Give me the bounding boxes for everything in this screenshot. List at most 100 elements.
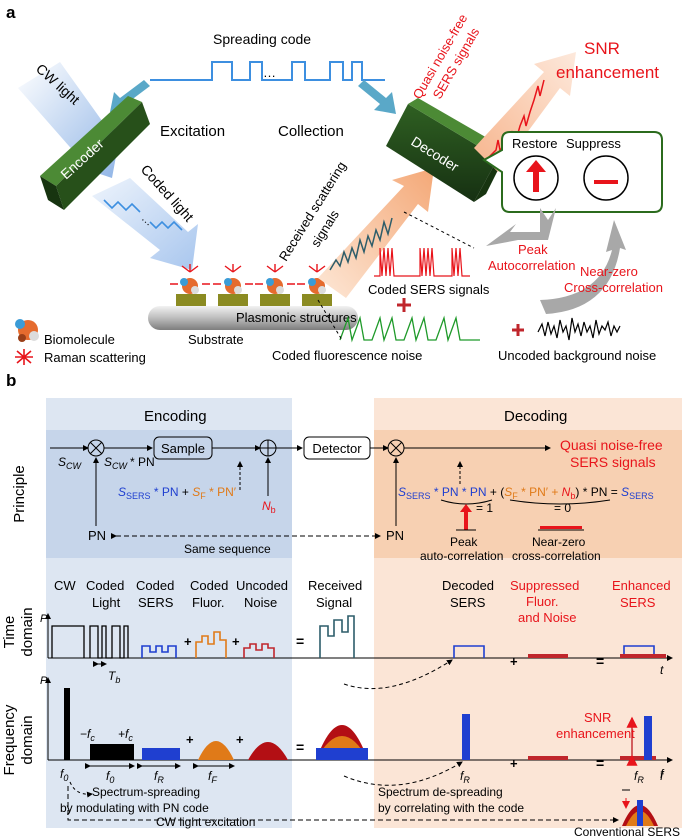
raman-scattering-marks (170, 264, 337, 285)
time-row-label-1: Time (1, 616, 18, 649)
despread-label-2: by correlating with the code (378, 801, 524, 815)
freq-axis-p: P (40, 675, 48, 687)
plasmonic-structures (176, 294, 332, 306)
peak-bar-icon (464, 510, 468, 530)
uncoded-spectrum-hump (248, 742, 288, 760)
received-time-waveform (319, 615, 355, 658)
col-suppressed-2: Fluor. (526, 594, 559, 609)
panel-b-label: b (6, 371, 16, 390)
snr-a-label-1: SNR (584, 39, 620, 58)
freq-row-label-1: Frequency (1, 704, 18, 775)
same-sequence-label: Same sequence (184, 542, 271, 556)
quasi-b-label-2: SERS signals (570, 454, 656, 470)
peak-gray-arrow (486, 208, 556, 246)
coded-light-beam (92, 178, 198, 270)
snr-b-label-1: SNR (584, 710, 611, 725)
col-received-1: Received (308, 578, 362, 593)
nearzero-b-label-2: cross-correlation (512, 549, 601, 563)
col-coded-fluor-1: Coded (190, 578, 228, 593)
peak-b-label-1: Peak (450, 535, 478, 549)
excitation-label: Excitation (160, 123, 225, 140)
panel-a-label: a (6, 3, 16, 22)
substrate-label: Substrate (188, 332, 244, 347)
output-beam (474, 52, 576, 172)
col-coded-light-2: Light (92, 595, 121, 610)
eq0-label: = 0 (554, 501, 571, 515)
spread-label-2: by modulating with PN code (60, 801, 209, 815)
conventional-blue-peak (637, 800, 643, 826)
plus-freq-2: + (236, 732, 244, 747)
time-curved-arrow (343, 659, 453, 690)
plus-time-3: + (510, 654, 518, 669)
spread-label-1: Spectrum-spreading (92, 785, 200, 799)
sample-label: Sample (161, 441, 205, 456)
biomolecule-legend-icon (15, 319, 39, 342)
scw-symbol: SCW (58, 455, 83, 471)
fr-label-1: fR (154, 769, 164, 785)
equals-time-2: = (596, 653, 604, 669)
scw-pn-label: SCW* PN (104, 455, 155, 471)
raman-label: Raman scattering (44, 350, 146, 365)
peak-a-label-1: Peak (518, 242, 548, 257)
coded-fluor-waveform (339, 315, 480, 343)
col-enhanced-1: Enhanced (612, 578, 671, 593)
multiplier-encoding-cross-icon (89, 441, 103, 455)
col-suppressed-3: and Noise (518, 610, 577, 625)
uncoded-time-waveform (243, 643, 275, 658)
fr-label-2: fR (460, 769, 470, 785)
coded-fluor-label: Coded fluorescence noise (272, 348, 422, 363)
equals-freq: = (296, 739, 304, 755)
uncoded-bg-label: Uncoded background noise (498, 348, 656, 363)
col-decoded-1: Decoded (442, 578, 494, 593)
coded-light-waveform (103, 199, 183, 231)
freq-row-label-2: domain (19, 715, 36, 764)
col-enhanced-2: SERS (620, 595, 656, 610)
pn-encoding-label: PN (88, 528, 106, 543)
suppress-circle (583, 155, 629, 201)
raman-legend-icon (15, 349, 33, 365)
plus-sign-a-2 (512, 324, 524, 336)
fc-plus-label: +fc (118, 727, 133, 743)
plus-time-2: + (232, 634, 240, 649)
coded-sers-spectrum-band (142, 748, 180, 760)
col-coded-sers-2: SERS (138, 595, 174, 610)
plasmonic-label: Plasmonic structures (236, 310, 357, 325)
col-suppressed-1: Suppressed (510, 578, 579, 593)
tb-label: Tb (108, 669, 120, 685)
spreading-code-label: Spreading code (213, 31, 311, 47)
coded-sers-label: Coded SERS signals (368, 282, 490, 297)
freq-axis-f: f (660, 767, 665, 781)
time-row-label-2: domain (19, 607, 36, 656)
decoding-title: Decoding (504, 408, 567, 425)
adder-plus-icon (260, 440, 276, 456)
plus-time-1: + (184, 634, 192, 649)
quasi-b-label-1: Quasi noise-free (560, 437, 663, 453)
cw-excitation-label: CW light excitation (156, 815, 255, 829)
zoom-dashed-line-1 (403, 211, 475, 249)
despread-label-1: Spectrum de-spreading (378, 785, 503, 799)
peak-arrow-icon (460, 504, 472, 512)
received-label-1: Received scattering (276, 159, 349, 264)
snr-a-label-2: enhancement (556, 63, 659, 82)
sample-output-expression: SSERS * PN + SF * PN′ (118, 485, 237, 501)
decoding-equation: SSERS * PN * PN + (SF * PN′ + Nb) * PN =… (398, 485, 654, 501)
suppress-label: Suppress (566, 136, 621, 151)
nearzero-bar-icon (540, 526, 582, 529)
nb-symbol: Nb (262, 499, 276, 515)
substrate (148, 306, 358, 330)
equals-time: = (296, 633, 304, 649)
time-axis-t: t (660, 663, 664, 677)
col-coded-light-1: Coded (86, 578, 124, 593)
fr-label-3: fR (634, 769, 644, 785)
encoder-box: Encoder (40, 96, 150, 210)
col-received-2: Signal (316, 595, 352, 610)
plus-freq-3: + (510, 756, 518, 771)
time-axis-p: P (40, 613, 48, 625)
coded-fluor-spectrum-hump (198, 741, 234, 760)
spreading-code-ellipsis: … (263, 65, 276, 80)
principle-row-label: Principle (11, 465, 28, 523)
nearzero-a-label-1: Near-zero (580, 264, 638, 279)
cw-excitation-arrow (67, 786, 619, 823)
encoding-title: Encoding (144, 408, 207, 425)
